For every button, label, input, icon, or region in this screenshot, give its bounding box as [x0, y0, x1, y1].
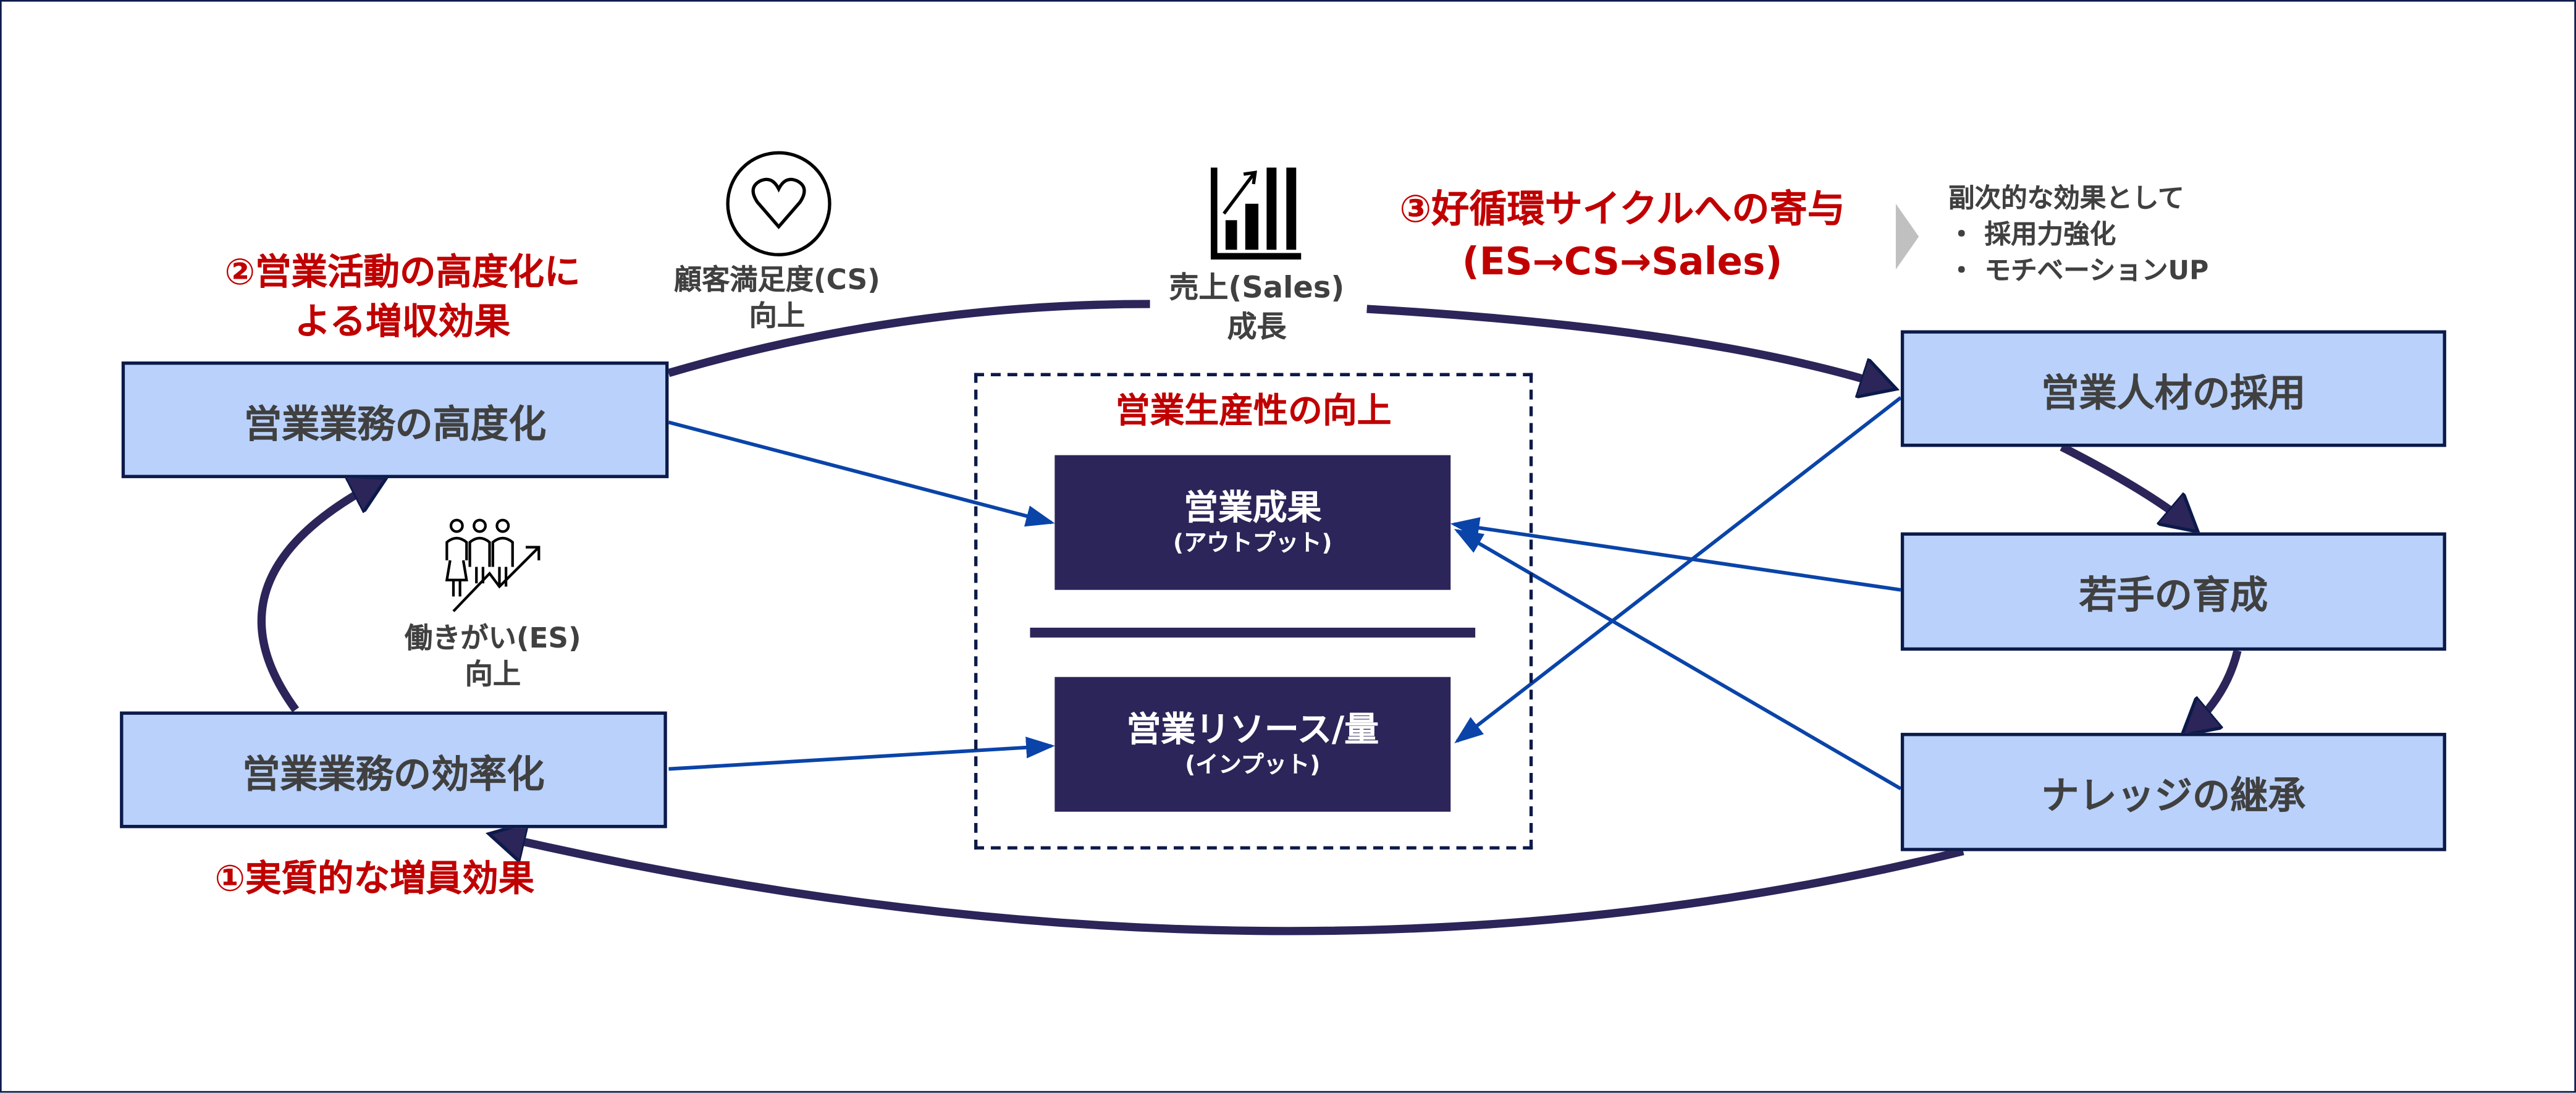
box-training-label: 若手の育成 [2079, 575, 2268, 618]
box-knowledge: ナレッジの継承 [1900, 733, 2446, 851]
fraction-divider [1030, 627, 1476, 638]
box-sales-input-label: 営業リソース/量 [1126, 709, 1379, 749]
label-sales-line2: 成長 [1227, 310, 1287, 345]
box-sales-efficiency: 営業業務の効率化 [120, 711, 667, 829]
cycle-arc-bottom [493, 835, 1964, 935]
label-revenue-line2: よる増収効果 [294, 302, 511, 344]
bullet-icon: ・ [1948, 255, 1975, 286]
people-growth-icon [445, 518, 541, 612]
side-effect-item: ・モチベーションUP [1948, 253, 2208, 290]
cycle-arc-hiring-training [2060, 443, 2195, 529]
label-es-line1: 働きがい(ES) [405, 622, 581, 656]
label-cs: 顧客満足度(CS) 向上 [654, 263, 900, 335]
box-sales-efficiency-label: 営業業務の効率化 [242, 753, 545, 796]
label-es-line2: 向上 [465, 659, 521, 692]
box-sales-input-sub: (インプット) [1185, 753, 1321, 779]
arrow-advanced-to-output [668, 420, 1055, 527]
bullet-icon: ・ [1948, 218, 1975, 250]
arrow-efficiency-to-input [668, 736, 1055, 771]
side-effect-item: ・採用力強化 [1948, 217, 2208, 253]
label-es: 働きがい(ES) 向上 [378, 621, 608, 693]
box-hiring-label: 営業人材の採用 [2041, 372, 2306, 415]
box-training: 若手の育成 [1900, 532, 2446, 651]
box-sales-output-label: 営業成果 [1184, 487, 1322, 528]
bar-chart-growth-icon [1210, 167, 1302, 260]
cycle-arc-left [257, 480, 382, 712]
productivity-group [974, 373, 1533, 850]
cycle-arc-top-left [667, 300, 1150, 378]
side-effects-list: 副次的な効果として ・採用力強化 ・モチベーションUP [1948, 181, 2208, 290]
box-sales-advancement-label: 営業業務の高度化 [243, 403, 547, 447]
label-cycle-line1: ③好循環サイクルへの寄与 [1399, 188, 1845, 232]
side-effect-item-label: モチベーションUP [1984, 255, 2209, 286]
label-headcount-effect: ①実質的な増員効果 [214, 859, 535, 901]
cycle-arc-training-knowledge [2185, 649, 2242, 733]
productivity-title: 営業生産性の向上 [1115, 390, 1392, 431]
box-hiring: 営業人材の採用 [1900, 330, 2446, 447]
chevron-right-icon [1895, 203, 1919, 270]
arrow-training-to-output [1450, 517, 1901, 592]
box-sales-input: 営業リソース/量 (インプット) [1054, 677, 1451, 812]
box-sales-output-sub: (アウトプット) [1173, 530, 1332, 557]
label-cycle-line2: (ES→CS→Sales) [1462, 241, 1783, 285]
side-effects-title: 副次的な効果として [1948, 182, 2184, 214]
label-sales: 売上(Sales) 成長 [1134, 269, 1380, 348]
box-sales-advancement: 営業業務の高度化 [121, 361, 669, 478]
cycle-arc-top-right [1366, 305, 1893, 388]
label-cs-line2: 向上 [749, 300, 806, 334]
label-cycle-contribution: ③好循環サイクルへの寄与 (ES→CS→Sales) [1363, 184, 1881, 289]
heart-circle-icon [726, 151, 831, 256]
label-sales-line1: 売上(Sales) [1169, 271, 1345, 306]
label-cs-line1: 顧客満足度(CS) [673, 264, 880, 298]
box-sales-output: 営業成果 (アウトプット) [1054, 455, 1451, 590]
label-revenue-line1: ②営業活動の高度化に [224, 253, 581, 295]
side-effect-item-label: 採用力強化 [1984, 218, 2116, 250]
box-knowledge-label: ナレッジの継承 [2041, 775, 2306, 819]
label-revenue-effect: ②営業活動の高度化に よる増収効果 [164, 250, 641, 348]
